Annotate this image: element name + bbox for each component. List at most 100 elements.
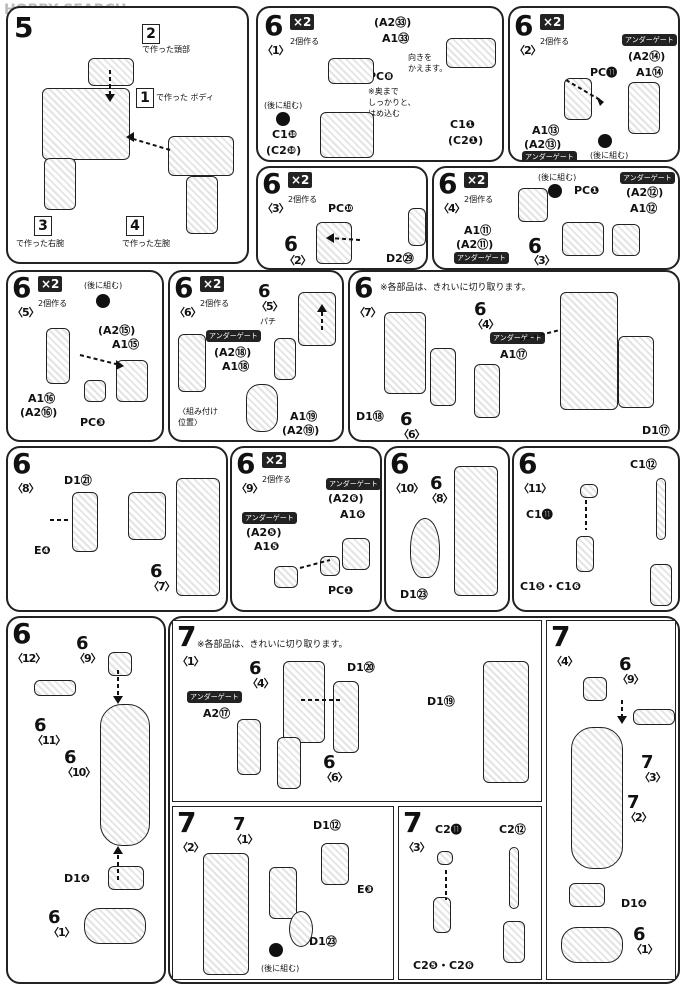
joint-part <box>274 566 298 588</box>
part-label: A1❻ <box>340 508 366 521</box>
part-label: D1⑳ <box>347 661 375 674</box>
times-two-badge: ×2 <box>38 276 63 292</box>
leg-part <box>203 853 249 975</box>
substep: 〈1〉 <box>177 655 205 668</box>
part-label: D1❹ <box>621 897 648 910</box>
substep: 〈2〉 <box>177 841 205 854</box>
part-label: A1⑱ <box>222 360 250 373</box>
substep: 〈3〉 <box>403 841 431 854</box>
label: で作った ボディ <box>156 93 214 102</box>
substep: 〈11〉 <box>518 482 552 495</box>
ref-substep: 〈4〉 <box>472 318 500 331</box>
joint-part <box>612 224 640 256</box>
times-two-badge: ×2 <box>464 172 489 188</box>
panel-step-6-1: 6 ×2 2個作る 〈1〉 (A2㉝) A1㉝ 向きを かえます。 PC❽ ※奥… <box>256 6 504 162</box>
leg-part <box>430 348 456 406</box>
part-label: PC❶ <box>328 584 354 597</box>
ref-box: 2 <box>142 24 160 44</box>
ref-box: 1 <box>136 88 154 108</box>
part-label: D1⑱ <box>356 410 384 423</box>
leg-part <box>100 704 150 846</box>
ref-box: 3 <box>34 216 52 236</box>
armor-part <box>410 518 440 578</box>
ref-step: 6 <box>150 561 163 582</box>
part-label: A1⑲ <box>290 410 318 423</box>
part-label: (A2⑲) <box>282 424 320 437</box>
panel-step-6-3: 6 ×2 2個作る 〈3〉 PC❿ 6 〈2〉 D2㉙ <box>256 166 428 270</box>
part-label: A1❺ <box>254 540 280 553</box>
pin-part <box>656 478 666 540</box>
part-label: A1⑭ <box>636 66 664 79</box>
panel-step-6-4: 6 ×2 2個作る 〈4〉 (後に組む) PC❶ アンダーゲート (A2⑫) A… <box>432 166 680 270</box>
armor-part <box>269 867 297 919</box>
ref-step: 6 <box>528 234 542 258</box>
ref-step: 6 <box>474 299 487 320</box>
ref-substep: 〈5〉 <box>256 300 284 313</box>
note: 向きを かえます。 <box>408 53 448 73</box>
ref-substep: 〈11〉 <box>32 734 66 747</box>
part-label: (C2❶) <box>448 134 484 147</box>
ref-step: 6 <box>400 409 413 430</box>
joint-part <box>246 384 278 432</box>
joint-part <box>583 677 607 701</box>
armor-part <box>289 911 313 947</box>
panel-step-7-3: 7 〈3〉 C2⓫ C2⑫ C2❺・C2❻ <box>398 806 542 980</box>
times-two-badge: ×2 <box>540 14 565 30</box>
ref-substep: 〈6〉 <box>398 428 426 441</box>
leg-part <box>560 292 618 410</box>
substep: 〈7〉 <box>354 306 382 319</box>
part-label: C2⑫ <box>499 823 526 836</box>
small-part <box>433 897 451 933</box>
undergate-badge: アンダーゲート <box>326 478 380 490</box>
leg-part <box>454 466 498 596</box>
dot-marker-icon <box>96 294 110 308</box>
ref-substep: 〈1〉 <box>631 943 659 956</box>
part-label: (A2⑪) <box>456 238 494 251</box>
step-number: 6 <box>390 447 410 480</box>
part-label: D2㉙ <box>386 252 414 265</box>
ref-step: 7 <box>641 752 654 773</box>
ref-substep: 〈3〉 <box>639 771 667 784</box>
undergate-badge: アンダーゲート <box>622 34 677 46</box>
ref-substep: 〈3〉 <box>528 254 556 267</box>
leg-part <box>384 312 426 394</box>
assemble-later-note: (後に組む) <box>84 281 123 290</box>
ref-substep: 〈1〉 <box>231 833 259 846</box>
part-label: (C2❿) <box>266 144 302 157</box>
leg-part <box>320 112 374 158</box>
undergate-badge: アンダーゲート <box>522 151 577 160</box>
ref-substep: 〈1〉 <box>48 926 76 939</box>
panel-step-7-1: 7 〈1〉 ※各部品は、きれいに切り取ります。 6 〈4〉 D1⑳ アンダーゲー… <box>172 620 542 802</box>
left-arm-part <box>186 176 218 234</box>
leg-part <box>571 727 623 869</box>
substep: 〈1〉 <box>262 44 290 57</box>
position-note: 〈組み付け 位置〉 <box>178 407 218 427</box>
part-label: E❸ <box>357 883 374 896</box>
part-label: PC❶ <box>574 184 600 197</box>
part-label: (A2⑬) <box>524 138 562 151</box>
substep: 〈10〉 <box>390 482 424 495</box>
leg-part <box>237 719 261 775</box>
panel-step-6-9: 6 ×2 2個作る 〈9〉 アンダーゲート (A2❻) A1❻ アンダーゲート … <box>230 446 382 612</box>
note: ※奥まで しっかりと、 はめ込む <box>368 87 416 118</box>
part-label: D1⑲ <box>427 695 455 708</box>
undergate-badge: アンダーゲート <box>454 252 509 264</box>
pin-part <box>633 709 675 725</box>
step-number: 6 <box>518 447 538 480</box>
part-label: C1❶ <box>450 118 476 131</box>
make-two-note: 2個作る <box>262 475 292 484</box>
joint-part <box>518 188 548 222</box>
part-label: C2❺・C2❻ <box>413 959 475 972</box>
ref-step: 7 <box>627 792 640 813</box>
snap-sound: パチ <box>260 317 276 326</box>
step-number: 6 <box>12 617 32 650</box>
joint-part <box>564 78 592 120</box>
dot-marker-icon <box>269 943 283 957</box>
part-label: (A2❺) <box>246 526 282 539</box>
step-number: 6 <box>262 167 282 200</box>
pin-part <box>509 847 519 909</box>
panel-step-5: 5 2 で作った頭部 1 で作った ボディ 3 で作った右腕 4 で作った左腕 <box>6 6 249 264</box>
joint-part <box>408 208 426 246</box>
joint-part <box>320 556 340 576</box>
